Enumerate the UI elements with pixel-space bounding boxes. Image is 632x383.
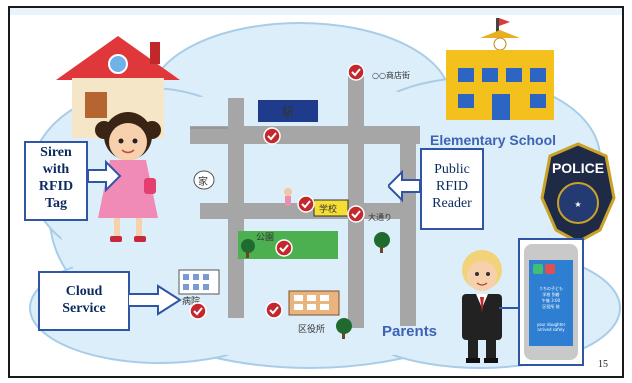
notification-footer: your daughter arrived safely — [536, 322, 566, 332]
slide: 駅 家 学校 公園 病院 — [8, 6, 624, 378]
cloud-service-arrow — [128, 284, 182, 316]
parents-label: Parents — [382, 323, 438, 340]
child-on-map-icon — [284, 188, 292, 206]
siren-line-4: Tag — [44, 196, 68, 211]
notification-line-1: うちの子ども — [539, 286, 563, 291]
notification-line-4: 区役所 前 — [542, 304, 560, 309]
ward-office-building: 区役所 — [288, 290, 340, 335]
police-badge-text: POLICE — [551, 160, 605, 176]
notification-text: うちの子ども 学校 到着 午後 3:00 区役所 前 — [532, 286, 570, 310]
siren-line-1: Siren — [40, 145, 72, 160]
elementary-school-label: Elementary School — [430, 132, 557, 148]
cloud-service-line-2: Service — [62, 301, 106, 316]
page-number: 15 — [598, 359, 608, 370]
smartphone-screen: うちの子ども 学校 到着 午後 3:00 区役所 前 your daughter… — [529, 260, 573, 346]
police-badge-icon: ★ — [540, 142, 616, 244]
hospital-building: 病院 — [178, 269, 220, 307]
siren-arrow — [88, 159, 122, 193]
main-street-label: 大通り — [368, 212, 392, 222]
notification-line-2: 学校 到着 — [542, 292, 560, 297]
home-label: 家 — [198, 175, 208, 188]
public-reader-line-2: RFID — [436, 179, 468, 194]
siren-line-2: with — [42, 162, 70, 177]
child-girl-icon — [95, 112, 161, 242]
home-marker: 家 — [193, 170, 215, 190]
school-marker: 学校 — [313, 199, 349, 217]
public-reader-line-1: Public — [434, 162, 470, 177]
parent-icon — [462, 250, 502, 363]
station-marker: 駅 — [258, 100, 318, 122]
ward-office-label: 区役所 — [298, 323, 325, 335]
siren-callout-text: Siren with RFID Tag — [24, 144, 88, 212]
public-reader-line-3: Reader — [432, 196, 472, 211]
shopping-street-label: ○○商店街 — [372, 70, 410, 80]
tree-icon — [241, 232, 390, 339]
top-accent-bar — [10, 8, 622, 15]
siren-line-3: RFID — [38, 179, 74, 194]
siren-callout — [24, 141, 88, 221]
park-label: 公園 — [256, 232, 274, 243]
svg-text:★: ★ — [574, 200, 581, 209]
cloud-service-text: Cloud Service — [38, 283, 130, 317]
school-map-label: 学校 — [319, 203, 337, 215]
public-reader-text: Public RFID Reader — [420, 161, 484, 212]
app-icon — [533, 264, 543, 274]
school-building-icon — [446, 18, 554, 120]
station-label: 駅 — [282, 105, 294, 119]
notification-line-3: 午後 3:00 — [541, 298, 561, 303]
public-reader-arrow — [388, 169, 421, 203]
app-icon — [545, 264, 555, 274]
cloud-service-line-1: Cloud — [65, 284, 103, 299]
